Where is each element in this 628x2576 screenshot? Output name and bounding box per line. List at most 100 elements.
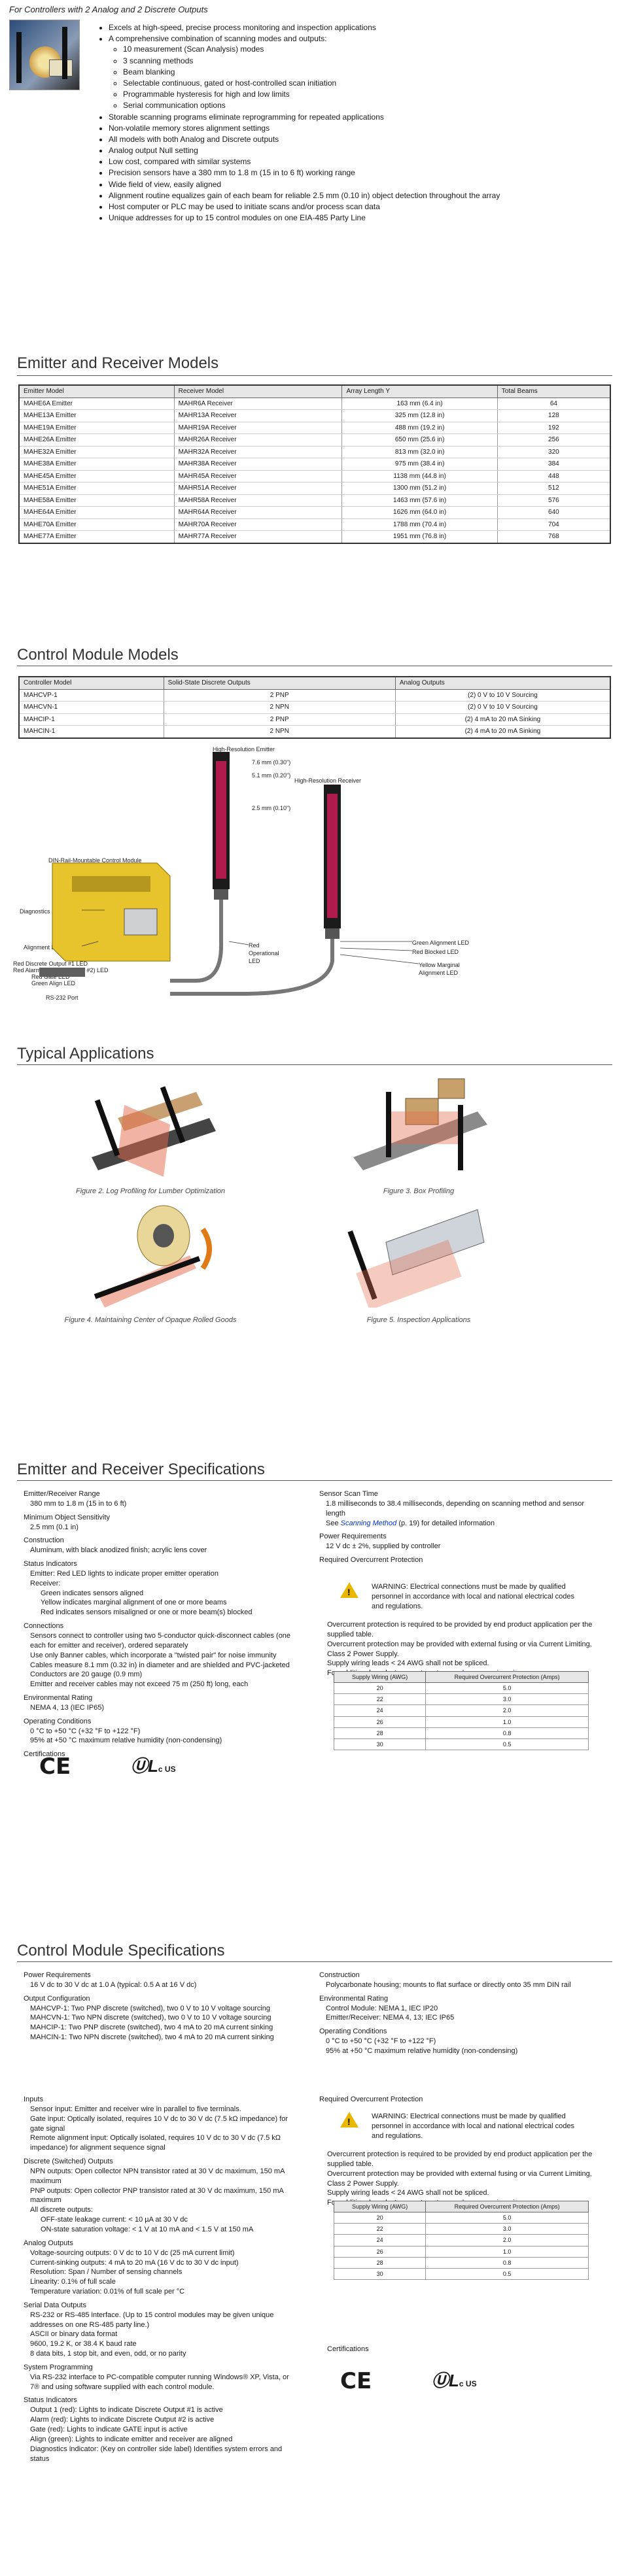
feature-item: A comprehensive combination of scanning … (109, 33, 517, 110)
section-rule (17, 1961, 612, 1962)
spec-heading: Serial Data Outputs (24, 2301, 86, 2309)
caption-fig5: Figure 5. Inspection Applications (366, 1316, 471, 1324)
subfeature-item: Selectable continuous, gated or host-con… (123, 78, 517, 88)
table-cell: MAHE13A Emitter (18, 409, 175, 422)
wiring-table: Supply Wiring (AWG)Required Overcurrent … (333, 1670, 589, 1750)
table-cell: MAHR6A Receiver (173, 398, 343, 410)
caption-fig4: Figure 4. Maintaining Center of Opaque R… (64, 1316, 237, 1324)
spec-value: Temperature variation: 0.01% of full sca… (30, 2288, 185, 2296)
label-dim-1: 7.6 mm (0.30") (252, 759, 291, 766)
section-rule (17, 1064, 612, 1065)
spec-value: MAHCIP-1: Two PNP discrete (switched), t… (30, 2024, 273, 2032)
table-cell: 64 (497, 398, 611, 410)
table-cell: 26 (333, 1716, 427, 1728)
scanning-method-link[interactable]: Scanning Method (340, 1519, 397, 1527)
spec-value: 1.8 milliseconds to 38.4 milliseconds, d… (326, 1499, 585, 1517)
spec-heading: Status Indicators (24, 1560, 77, 1568)
table-cell: 2.0 (425, 2234, 589, 2246)
spec-value: Red indicates sensors misaligned or one … (41, 1608, 253, 1617)
spec-value: All discrete outputs: (30, 2206, 93, 2214)
label-dim-3: 2.5 mm (0.10") (252, 805, 291, 811)
spec-value: See Scanning Method (p. 19) for detailed… (326, 1519, 495, 1527)
table-cell: 768 (497, 530, 611, 543)
subfeature-item: Programmable hysteresis for high and low… (123, 89, 517, 99)
table-cell: 1463 mm (57.6 in) (341, 494, 498, 507)
spec-value: Emitter: Red LED lights to indicate prop… (30, 1569, 218, 1578)
cm-specs-right-top: Construction Polycarbonate housing; moun… (319, 1967, 594, 2056)
spec-value: Control Module: NEMA 1, IEC IP20 (326, 2004, 438, 2012)
ce-mark-icon: CE (39, 1754, 71, 1780)
table-cell: MAHE64A Emitter (18, 506, 175, 519)
spec-value: 2.5 mm (0.1 in) (30, 1523, 78, 1531)
spec-heading: Power Requirements (24, 1971, 91, 1979)
spec-value: Current-sinking outputs: 4 mA to 20 mA (… (30, 2258, 239, 2267)
table-cell: 1951 mm (76.8 in) (341, 530, 498, 543)
label-high-res-emitter: High-Resolution Emitter (213, 746, 275, 753)
table-cell: MAHE19A Emitter (18, 422, 175, 434)
label-yellow-marginal: Yellow Marginal Alignment LED (419, 962, 460, 977)
ce-mark-icon: CE (340, 2368, 372, 2394)
table-cell: 5.0 (425, 1682, 589, 1695)
table-cell: 2 NPN (163, 701, 396, 714)
spec-value: 95% at +50 °C maximum relative humidity … (326, 2046, 518, 2055)
spec-value: PNP outputs: Open collector PNP transist… (30, 2186, 284, 2205)
spec-value: NEMA 4, 13 (IEC IP65) (30, 1703, 105, 1712)
cm-cert: Certifications (327, 2341, 458, 2354)
table-cell: 30 (333, 1738, 427, 1750)
label-green-align: Green Align LED (31, 980, 76, 987)
spec-value: Yellow indicates marginal alignment of o… (41, 1599, 227, 1607)
spec-heading: Output Configuration (24, 1994, 90, 2003)
spec-value: ON-state saturation voltage: < 1 V at 10… (41, 2225, 254, 2233)
product-photo (9, 20, 80, 90)
table-cell: MAHR51A Receiver (173, 482, 343, 495)
spec-heading: Minimum Object Sensitivity (24, 1513, 111, 1521)
table-cell: 28 (333, 2256, 427, 2269)
spec-value: Green indicates sensors aligned (41, 1589, 144, 1597)
table-header-cell: Supply Wiring (AWG) (333, 2200, 427, 2213)
spec-heading: Required Overcurrent Protection (319, 1556, 423, 1565)
spec-value: ASCII or binary data format (30, 2330, 118, 2339)
feature-item: Analog output Null setting (109, 145, 517, 156)
table-cell: 0.5 (425, 2267, 589, 2280)
spec-value: MAHCIN-1: Two NPN discrete (switched), t… (30, 2033, 274, 2042)
spec-heading: Certifications (24, 1750, 65, 1759)
table-cell: 20 (333, 2212, 427, 2224)
table-cell: 26 (333, 2245, 427, 2258)
table-cell: 704 (497, 518, 611, 531)
table-cell: MAHR45A Receiver (173, 470, 343, 483)
table-cell: MAHE70A Emitter (18, 518, 175, 531)
spec-value: OFF-state leakage current: < 10 µA at 30… (41, 2216, 188, 2224)
spec-heading: System Programming (24, 2363, 93, 2371)
table-cell: MAHE51A Emitter (18, 482, 175, 495)
spec-value: RS-232 or RS-485 interface. (Up to 15 co… (30, 2311, 274, 2329)
cm-specs-left: Power Requirements 16 V dc to 30 V dc at… (24, 1967, 298, 2042)
spec-value: Cables measure 8.1 mm (0.32 in) in diame… (30, 1661, 290, 1669)
table-cell: MAHCIP-1 (18, 713, 164, 726)
table-header-cell: Emitter Model (18, 384, 175, 398)
table-cell: MAHR13A Receiver (173, 409, 343, 422)
spec-heading: Operating Conditions (319, 2027, 387, 2036)
spec-value: Conductors are 20 gauge (0.9 mm) (30, 1670, 143, 1679)
spec-heading: Power Requirements (319, 1533, 387, 1541)
spec-value: Polycarbonate housing; mounts to flat su… (326, 1980, 571, 1989)
system-diagram: High-Resolution Emitter High-Resolution … (13, 745, 602, 1020)
table-cell: 3.0 (425, 2223, 589, 2235)
table-cell: 24 (333, 2234, 427, 2246)
section-title-cm-models: Control Module Models (17, 646, 179, 664)
table-cell: 1.0 (425, 1716, 589, 1728)
table-cell: 576 (497, 494, 611, 507)
table-cell: (2) 0 V to 10 V Sourcing (394, 701, 611, 714)
